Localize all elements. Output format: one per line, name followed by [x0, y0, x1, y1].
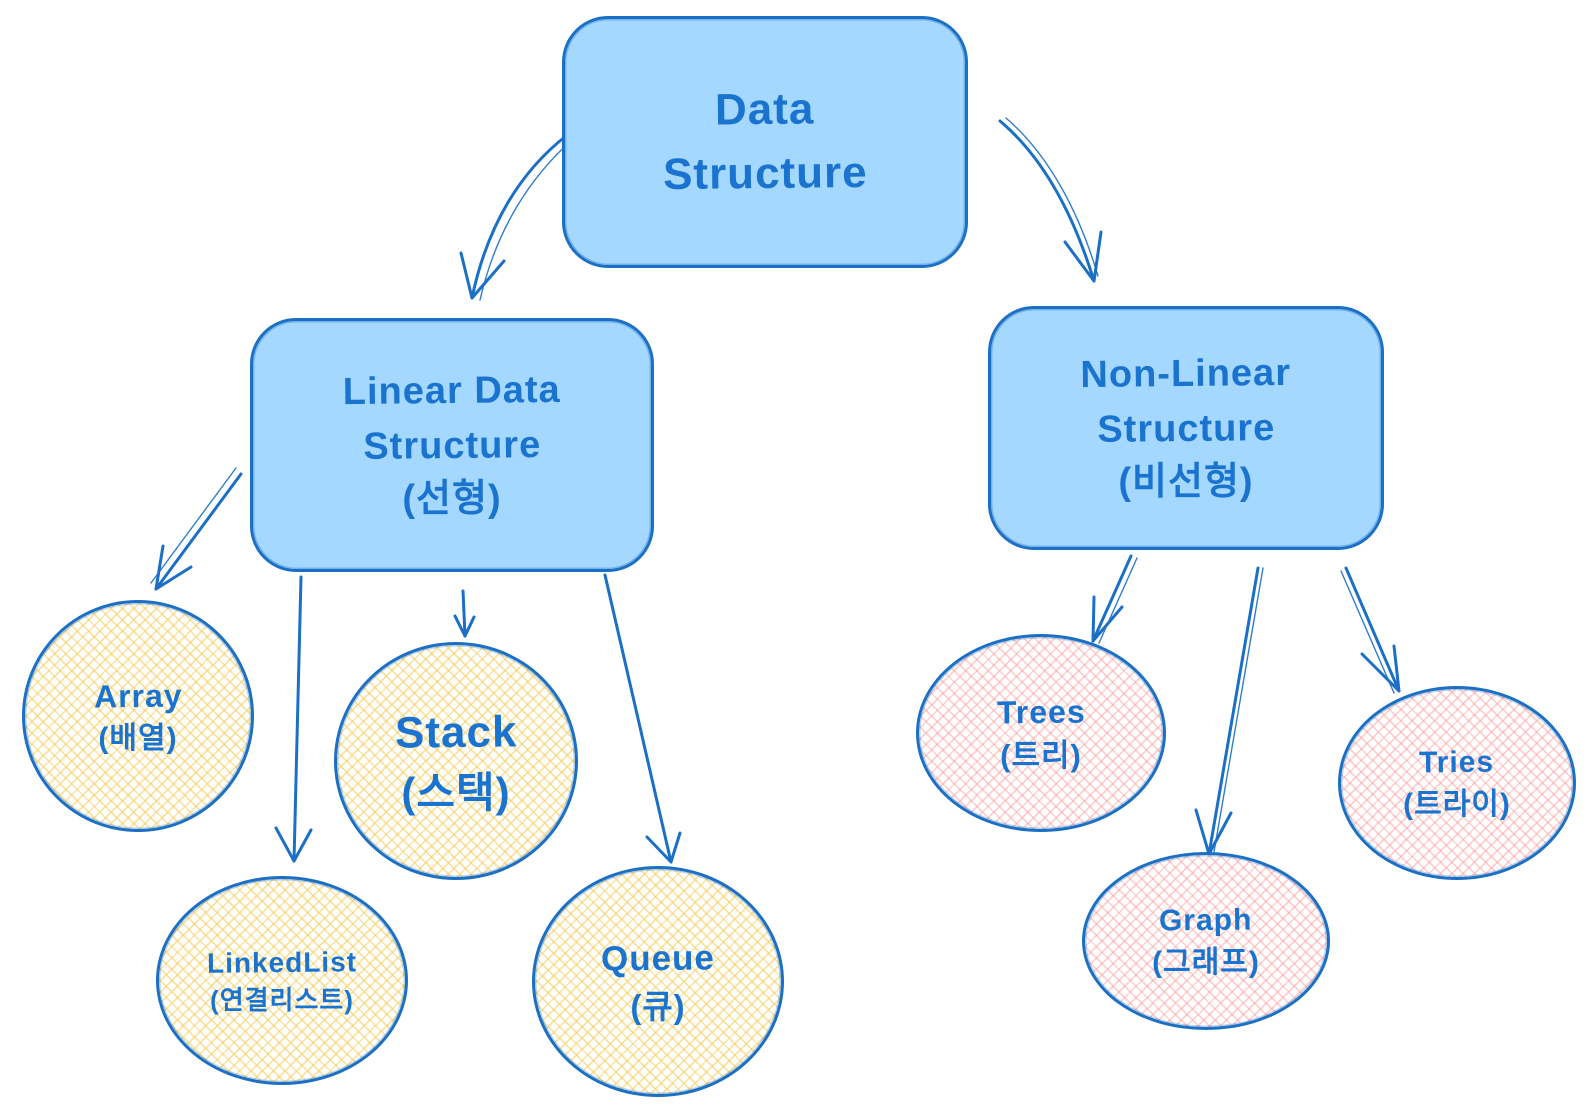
node-label-en: Stack: [394, 707, 518, 758]
arrow-nonlinear-to-tries: [1340, 566, 1401, 694]
node-label-ko: (그래프): [1152, 945, 1260, 979]
node-label-en: Array: [93, 677, 183, 715]
arrow-linear-to-stack: [453, 589, 476, 638]
node-label-ko: (배열): [98, 721, 178, 755]
node-label-ko: (연결리스트): [210, 985, 354, 1016]
node-label-ko: (스택): [401, 768, 511, 816]
arrow-nonlinear-to-graph: [1194, 566, 1264, 856]
node-label-ko: (트리): [1000, 738, 1082, 774]
node-label-ko: (트라이): [1403, 787, 1511, 821]
node-label-en: Queue: [600, 938, 716, 979]
node-linear-data-structure: Linear Data Structure (선형): [250, 318, 654, 572]
node-label-en: LinkedList: [206, 945, 358, 979]
arrow-root-to-linear: [459, 134, 574, 301]
node-array: Array (배열): [22, 600, 254, 832]
arrow-nonlinear-to-trees: [1091, 554, 1138, 644]
node-label-en: Data Structure: [662, 84, 868, 200]
arrow-linear-to-queue: [603, 573, 682, 864]
node-trees: Trees (트리): [916, 634, 1166, 832]
node-label-en: Graph: [1159, 903, 1253, 938]
node-label-ko: (선형): [402, 478, 502, 521]
node-label-en: Non-Linear Structure: [1080, 352, 1292, 452]
node-label-en: Trees: [996, 693, 1086, 731]
node-linkedlist: LinkedList (연결리스트): [156, 876, 408, 1085]
arrow-root-to-nonlinear: [998, 117, 1103, 283]
node-stack: Stack (스택): [334, 642, 578, 880]
node-label-en: Linear Data Structure: [342, 369, 561, 469]
node-label-en: Tries: [1419, 745, 1495, 780]
node-label-ko: (비선형): [1118, 461, 1254, 504]
node-non-linear-structure: Non-Linear Structure (비선형): [988, 306, 1384, 550]
arrow-linear-to-array: [150, 467, 243, 591]
arrow-linear-to-linkedlist: [274, 575, 313, 863]
node-graph: Graph (그래프): [1082, 852, 1330, 1030]
node-tries: Tries (트라이): [1338, 686, 1576, 880]
node-data-structure: Data Structure: [562, 16, 968, 268]
node-label-ko: (큐): [630, 987, 686, 1025]
node-queue: Queue (큐): [532, 866, 784, 1097]
